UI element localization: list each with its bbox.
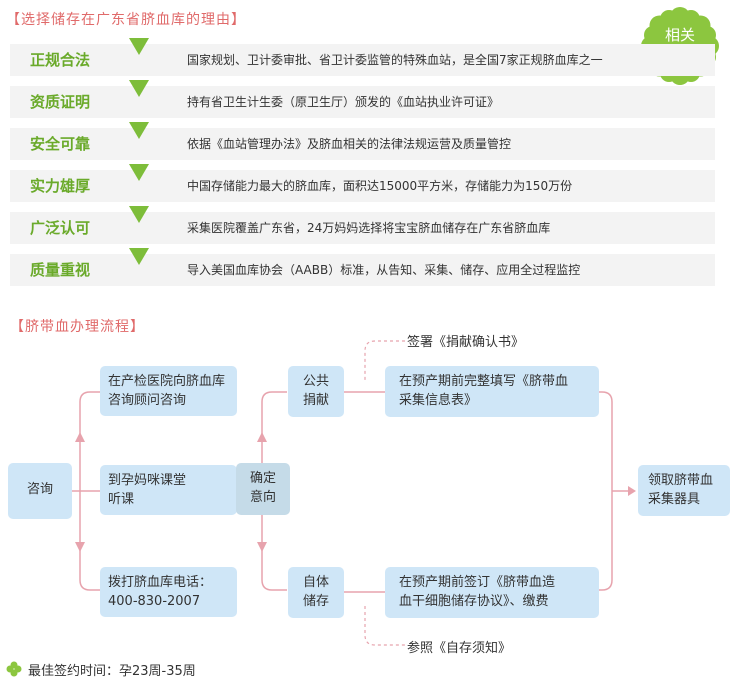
reason-label: 广泛认可 (30, 219, 91, 237)
self-step-line-1: 在预产期前签订《脐带血造 (399, 575, 556, 590)
public-line-2: 捐献 (302, 393, 329, 408)
self-note: 参照《自存须知》 (407, 641, 512, 656)
self-step-box: 在预产期前签订《脐带血造 血干细胞储存协议》、缴费 (385, 567, 599, 618)
consult-label: 咨询 (26, 482, 53, 497)
reason-text: 导入美国血库协会（AABB）标准，从告知、采集、储存、应用全过程监控 (187, 263, 581, 277)
decide-line-2: 意向 (249, 490, 276, 505)
public-step-line-2: 采集信息表》 (399, 393, 478, 408)
public-donation-box: 公共 捐献 (288, 366, 344, 417)
public-line-1: 公共 (302, 374, 329, 389)
consult-box: 咨询 (8, 463, 72, 519)
reason-text: 持有省卫生计生委（原卫生厅）颁发的《血站执业许可证》 (187, 95, 500, 109)
clover-icon (6, 661, 22, 677)
reason-text: 国家规划、卫计委审批、省卫计委监管的特殊血站，是全国7家正规脐血库之一 (187, 53, 603, 67)
reason-label: 实力雄厚 (30, 177, 91, 195)
public-step-line-1: 在预产期前完整填写《脐带血 (399, 374, 569, 389)
consult-option-phone: 拨打脐血库电话： 400-830-2007 (100, 567, 237, 617)
arrow-down-icon (129, 248, 149, 265)
reason-row: 广泛认可 采集医院覆盖广东省，24万妈妈选择将宝宝脐血储存在广东省脐血库 (10, 206, 715, 244)
consult-option-class: 到孕妈咪课堂 听课 (100, 465, 237, 515)
final-step-box: 领取脐带血 采集器具 (638, 465, 730, 516)
arrow-down-icon (129, 164, 149, 181)
option-line-2: 咨询顾问咨询 (108, 393, 187, 408)
reasons-section-title: 【选择储存在广东省脐血库的理由】 (6, 12, 246, 28)
reason-text: 依据《血站管理办法》及脐血相关的法律法规运营及质量管控 (187, 137, 512, 151)
reason-row: 质量重视 导入美国血库协会（AABB）标准，从告知、采集、储存、应用全过程监控 (10, 248, 715, 286)
process-section-title: 【脐带血办理流程】 (10, 319, 145, 335)
decide-box: 确定 意向 (236, 463, 290, 515)
badge-line-1: 相关 (664, 26, 695, 44)
self-line-2: 储存 (302, 594, 329, 609)
consult-option-hospital: 在产检医院向脐血库 咨询顾问咨询 (100, 366, 237, 416)
reason-text: 采集医院覆盖广东省，24万妈妈选择将宝宝脐血储存在广东省脐血库 (187, 221, 551, 235)
option-line-1: 拨打脐血库电话： (108, 575, 213, 590)
arrow-down-icon (129, 80, 149, 97)
final-line-1: 领取脐带血 (648, 473, 714, 488)
option-line-2: 400-830-2007 (108, 594, 201, 609)
final-line-2: 采集器具 (648, 492, 701, 507)
reason-row: 实力雄厚 中国存储能力最大的脐血库，面积达15000平方米，存储能力为150万份 (10, 164, 715, 202)
option-line-2: 听课 (108, 492, 135, 507)
arrow-down-icon (129, 206, 149, 223)
reason-label: 安全可靠 (30, 135, 91, 153)
option-line-1: 到孕妈咪课堂 (108, 473, 187, 488)
reason-text: 中国存储能力最大的脐血库，面积达15000平方米，存储能力为150万份 (187, 179, 573, 193)
reason-row: 资质证明 持有省卫生计生委（原卫生厅）颁发的《血站执业许可证》 (10, 80, 715, 118)
self-step-line-2: 血干细胞储存协议》、缴费 (399, 594, 549, 609)
reason-row: 正规合法 国家规划、卫计委审批、省卫计委监管的特殊血站，是全国7家正规脐血库之一 (10, 38, 715, 76)
arrow-down-icon (129, 122, 149, 139)
reason-label: 质量重视 (30, 261, 91, 279)
reason-label: 资质证明 (30, 93, 91, 111)
self-line-1: 自体 (302, 575, 329, 590)
best-signing-time: 最佳签约时间：孕23周-35周 (28, 664, 196, 679)
reason-row: 安全可靠 依据《血站管理办法》及脐血相关的法律法规运营及质量管控 (10, 122, 715, 160)
option-line-1: 在产检医院向脐血库 (108, 374, 226, 389)
decide-line-1: 确定 (249, 471, 276, 486)
public-step-box: 在预产期前完整填写《脐带血 采集信息表》 (385, 366, 599, 417)
self-storage-box: 自体 储存 (288, 567, 344, 618)
reason-label: 正规合法 (30, 51, 91, 69)
arrow-down-icon (129, 38, 149, 55)
public-note: 签署《捐献确认书》 (407, 335, 525, 350)
